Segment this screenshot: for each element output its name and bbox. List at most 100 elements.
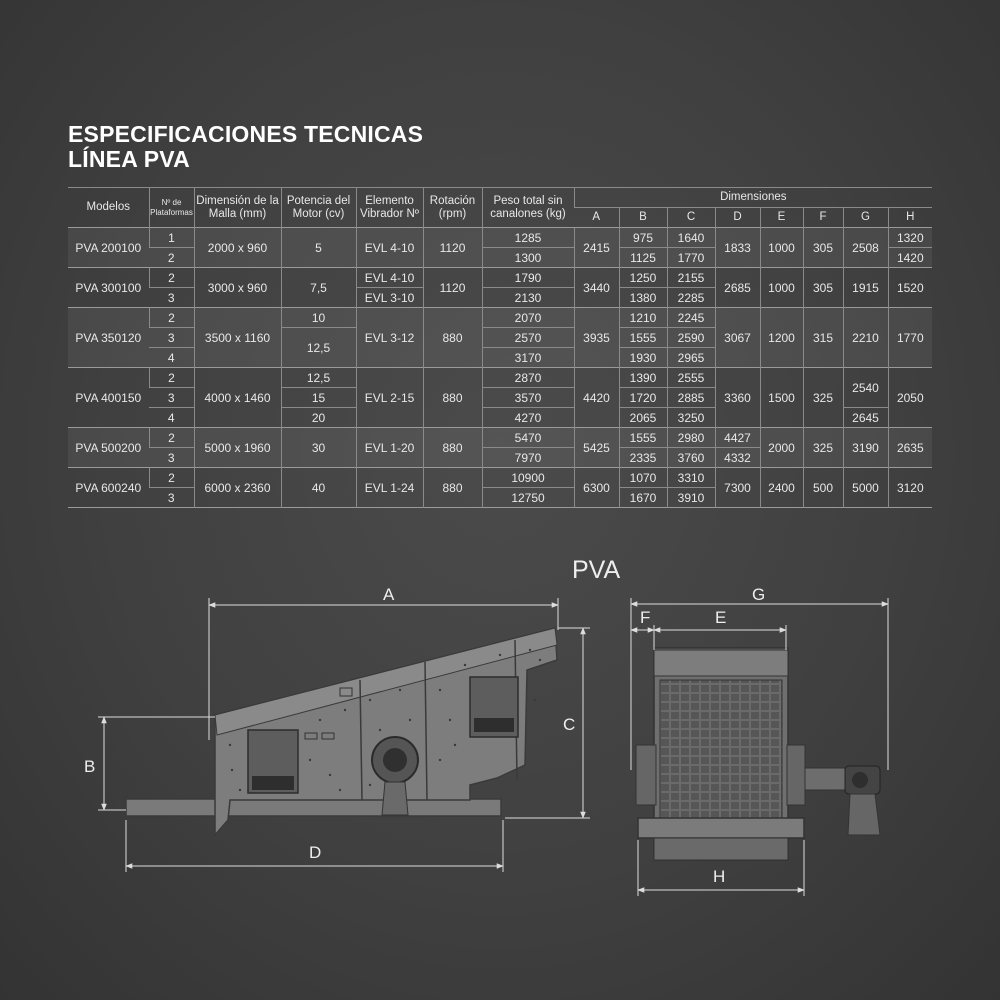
peso-cell: 1790 — [481, 267, 574, 288]
dim-b-cell: 975 — [618, 227, 667, 248]
vibrador-cell: EVL 3-12 — [355, 307, 423, 368]
dim-label-d: D — [309, 843, 322, 862]
dim-d-cell: 3360 — [714, 367, 760, 428]
dim-c-cell: 2285 — [666, 287, 715, 308]
potencia-cell: 5 — [280, 227, 356, 268]
malla-cell: 5000 x 1960 — [193, 427, 281, 468]
plataformas-cell: 2 — [149, 247, 194, 268]
dim-d-cell: 1833 — [714, 227, 760, 268]
potencia-cell: 40 — [280, 467, 356, 508]
plataformas-cell: 1 — [148, 227, 194, 248]
dim-b-cell: 2335 — [618, 447, 667, 468]
table-row: PVA 500200 2 5000 x 1960 30 EVL 1-20 880… — [68, 427, 933, 468]
page-title: ESPECIFICACIONES TECNICAS LÍNEA PVA — [68, 122, 423, 172]
header-dimensiones: Dimensiones — [573, 187, 933, 208]
vibrador-cell: EVL 1-24 — [355, 467, 423, 508]
dim-f-cell: 325 — [802, 367, 843, 428]
model-name: PVA 400150 — [68, 367, 149, 428]
dim-e-cell: 1200 — [759, 307, 803, 368]
dim-e-cell: 1000 — [759, 267, 803, 308]
front-view — [635, 647, 881, 861]
vibrador-cell: EVL 1-20 — [355, 427, 423, 468]
peso-cell: 5470 — [481, 427, 574, 448]
plataformas-cell: 4 — [149, 347, 194, 368]
dim-a-cell: 6300 — [573, 467, 619, 508]
table-row: 3 12750 1670 3910 — [68, 487, 932, 508]
plataformas-cell: 3 — [149, 287, 194, 308]
table-row: 3 12,5 2570 1555 2590 — [68, 327, 932, 368]
dim-b-cell: 1380 — [618, 287, 667, 308]
dim-c-cell: 3250 — [666, 407, 715, 428]
dim-g-cell: 5000 — [842, 467, 888, 508]
malla-cell: 3000 x 960 — [193, 267, 281, 308]
rotacion-cell: 880 — [422, 467, 482, 508]
dim-c-cell: 2245 — [666, 307, 715, 328]
peso-cell: 2570 — [481, 327, 574, 348]
plataformas-cell: 3 — [149, 327, 194, 348]
vibrador-cell: EVL 3-10 — [355, 287, 423, 308]
dim-c-cell: 3910 — [666, 487, 715, 508]
side-dimensions — [98, 598, 590, 872]
dim-h-cell: 3120 — [887, 467, 933, 508]
plataformas-cell: 2 — [148, 267, 194, 288]
dim-f-cell: 500 — [802, 467, 843, 508]
dim-label-b: B — [84, 757, 96, 776]
header-malla: Dimensión de la Malla (mm) — [193, 187, 281, 228]
potencia-cell: 7,5 — [280, 267, 356, 308]
dim-label-f: F — [640, 608, 651, 627]
peso-cell: 10900 — [481, 467, 574, 488]
dim-a-cell: 2415 — [573, 227, 619, 268]
dim-c-cell: 2555 — [666, 367, 715, 388]
peso-cell: 1285 — [481, 227, 574, 248]
dim-c-cell: 3760 — [666, 447, 715, 468]
dim-g-cell: 2210 — [842, 307, 888, 368]
dim-f-cell: 315 — [802, 307, 843, 368]
plataformas-cell: 4 — [149, 407, 194, 428]
dim-f-cell: 305 — [802, 267, 843, 308]
dim-d-cell: 4332 — [714, 447, 760, 468]
plataformas-cell: 3 — [149, 487, 194, 508]
dim-c-cell: 2155 — [666, 267, 715, 288]
dim-label-g: G — [752, 585, 766, 604]
peso-cell: 4270 — [481, 407, 574, 428]
dim-label-a: A — [383, 585, 395, 604]
dim-label-h: H — [713, 867, 726, 886]
peso-cell: 2070 — [481, 307, 574, 328]
base-beam — [125, 798, 502, 817]
dim-e-cell: 1500 — [759, 367, 803, 428]
model-name: PVA 200100 — [68, 227, 149, 268]
potencia-cell: 30 — [280, 427, 356, 468]
peso-cell: 2870 — [481, 367, 574, 388]
table-row: 3 7970 2335 3760 4332 — [68, 447, 932, 468]
dim-g-cell: 2508 — [842, 227, 888, 268]
peso-cell: 3170 — [481, 347, 574, 368]
dim-b-cell: 1070 — [618, 467, 667, 488]
vibrador-cell: EVL 2-15 — [355, 367, 423, 428]
header-dim-e: E — [759, 207, 803, 228]
dim-b-cell: 1930 — [618, 347, 667, 368]
table-row: 2 1300 1125 1770 1420 — [68, 247, 933, 268]
peso-cell: 1300 — [481, 247, 574, 268]
rotacion-cell: 880 — [422, 307, 482, 368]
dim-d-cell: 4427 — [714, 427, 760, 448]
dim-b-cell: 1720 — [618, 387, 667, 408]
header-potencia: Potencia del Motor (cv) — [280, 187, 356, 228]
peso-cell: 12750 — [481, 487, 574, 508]
table-row: 3 15 3570 1720 2885 — [68, 387, 932, 408]
dim-g-cell: 3190 — [842, 427, 888, 468]
dim-g-cell: 1915 — [842, 267, 888, 308]
dim-g-cell: 2645 — [842, 407, 888, 428]
table-row: 4 20 4270 2065 3250 2645 — [68, 407, 932, 428]
model-name: PVA 500200 — [68, 427, 149, 468]
header-dim-c: C — [666, 207, 715, 228]
dim-c-cell: 1640 — [666, 227, 715, 248]
dim-f-cell: 305 — [802, 227, 843, 268]
dim-h-cell: 1420 — [887, 247, 933, 268]
malla-cell: 2000 x 960 — [193, 227, 281, 268]
potencia-cell: 12,5 — [280, 367, 356, 388]
title-line-1: ESPECIFICACIONES TECNICAS — [68, 121, 424, 147]
dim-c-cell: 3310 — [666, 467, 715, 488]
dim-b-cell: 1390 — [618, 367, 667, 388]
screen-mesh — [659, 679, 783, 831]
